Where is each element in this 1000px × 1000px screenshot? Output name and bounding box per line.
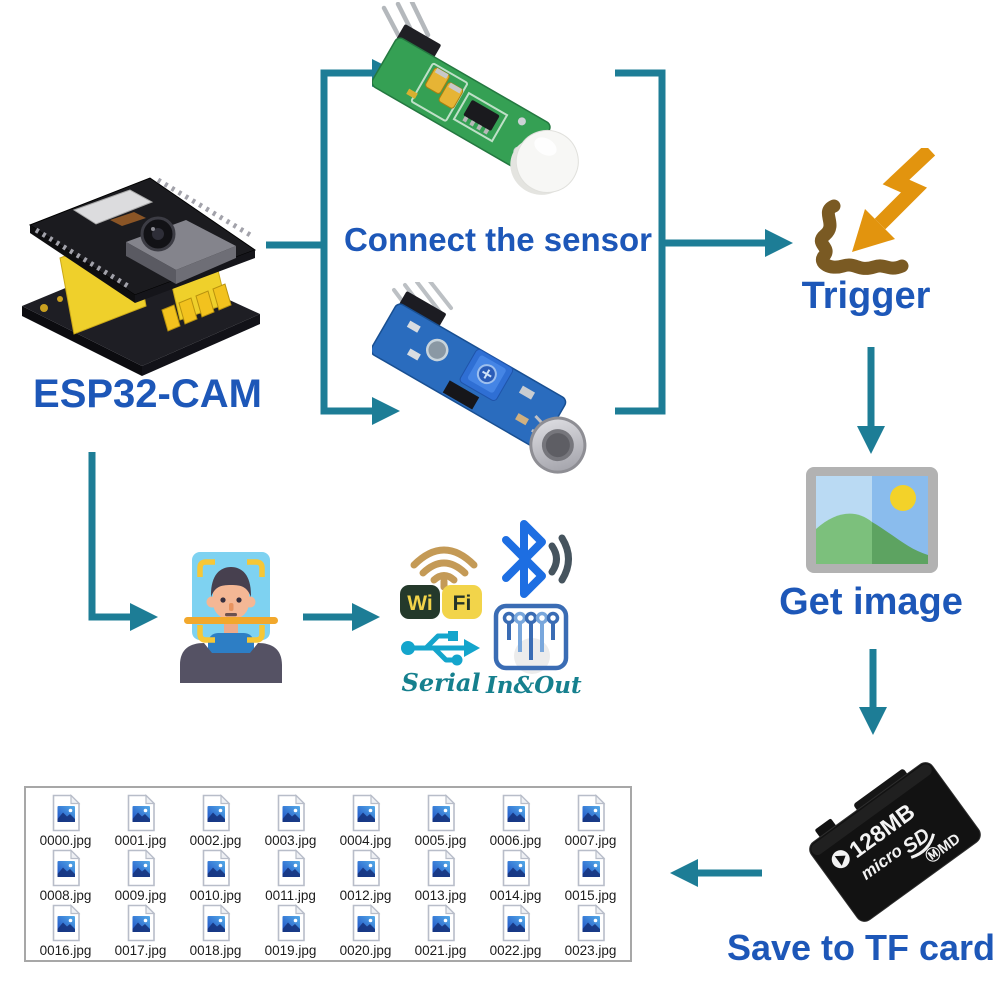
file-item: 0006.jpg bbox=[478, 794, 553, 849]
file-grid: 0000.jpg 0001.jpg 0002.jpg bbox=[24, 786, 632, 962]
motion-squiggle-icon bbox=[815, 199, 909, 275]
file-label: 0017.jpg bbox=[114, 942, 167, 958]
image-file-icon bbox=[577, 849, 605, 887]
file-label: 0015.jpg bbox=[564, 887, 617, 903]
sound-sensor-photo bbox=[372, 282, 587, 474]
file-label: 0013.jpg bbox=[414, 887, 467, 903]
image-file-icon bbox=[427, 849, 455, 887]
wifi-fi-text: Fi bbox=[453, 592, 472, 615]
file-label: 0003.jpg bbox=[264, 833, 317, 849]
file-item: 0009.jpg bbox=[103, 849, 178, 904]
file-label: 0009.jpg bbox=[114, 887, 167, 903]
file-item: 0004.jpg bbox=[328, 794, 403, 849]
file-label: 0011.jpg bbox=[265, 887, 316, 903]
file-item: 0016.jpg bbox=[28, 903, 103, 958]
file-label: 0012.jpg bbox=[339, 887, 392, 903]
image-file-icon bbox=[502, 903, 530, 941]
file-label: 0021.jpg bbox=[414, 942, 467, 958]
file-item: 0000.jpg bbox=[28, 794, 103, 849]
file-item: 0017.jpg bbox=[103, 903, 178, 958]
file-item: 0008.jpg bbox=[28, 849, 103, 904]
file-label: 0004.jpg bbox=[339, 833, 392, 849]
image-file-icon bbox=[52, 849, 80, 887]
connect-the-sensor-label: Connect the sensor bbox=[343, 221, 653, 258]
file-item: 0013.jpg bbox=[403, 849, 478, 904]
file-label: 0001.jpg bbox=[114, 833, 167, 849]
image-file-icon bbox=[577, 794, 605, 832]
image-file-icon bbox=[202, 794, 230, 832]
bluetooth-icon bbox=[502, 520, 572, 598]
inout-icon bbox=[493, 603, 569, 674]
lightning-icon bbox=[852, 148, 936, 252]
file-label: 0022.jpg bbox=[489, 942, 542, 958]
get-image-label: Get image bbox=[779, 581, 963, 623]
usb-serial-icon bbox=[401, 631, 480, 666]
image-file-icon bbox=[277, 849, 305, 887]
image-file-icon bbox=[202, 849, 230, 887]
image-file-icon bbox=[352, 903, 380, 941]
file-item: 0005.jpg bbox=[403, 794, 478, 849]
file-item: 0014.jpg bbox=[478, 849, 553, 904]
wifi-wi-text: Wi bbox=[407, 592, 432, 615]
file-item: 0023.jpg bbox=[553, 903, 628, 958]
image-file-icon bbox=[127, 903, 155, 941]
image-file-icon bbox=[502, 794, 530, 832]
file-item: 0010.jpg bbox=[178, 849, 253, 904]
face-detection-icon bbox=[180, 552, 282, 683]
file-item: 0007.jpg bbox=[553, 794, 628, 849]
wifi-icon: Wi Fi bbox=[400, 546, 482, 619]
image-file-icon bbox=[52, 794, 80, 832]
file-label: 0019.jpg bbox=[264, 942, 317, 958]
file-item: 0001.jpg bbox=[103, 794, 178, 849]
file-label: 0006.jpg bbox=[489, 833, 542, 849]
file-label: 0007.jpg bbox=[564, 833, 617, 849]
file-item: 0018.jpg bbox=[178, 903, 253, 958]
image-file-icon bbox=[352, 794, 380, 832]
file-label: 0018.jpg bbox=[189, 942, 242, 958]
image-file-icon bbox=[277, 794, 305, 832]
serial-label: Serial bbox=[401, 668, 481, 697]
scan-corner-brackets bbox=[197, 559, 265, 643]
file-item: 0022.jpg bbox=[478, 903, 553, 958]
inout-label: In&Out bbox=[486, 672, 582, 699]
file-item: 0012.jpg bbox=[328, 849, 403, 904]
file-label: 0023.jpg bbox=[564, 942, 617, 958]
sd-card-photo: 128MB micro SD ⓂMD bbox=[809, 762, 981, 922]
file-label: 0010.jpg bbox=[189, 887, 242, 903]
image-file-icon bbox=[427, 794, 455, 832]
file-item: 0011.jpg bbox=[253, 849, 328, 904]
file-item: 0020.jpg bbox=[328, 903, 403, 958]
file-item: 0003.jpg bbox=[253, 794, 328, 849]
image-icon bbox=[806, 467, 938, 573]
file-label: 0014.jpg bbox=[489, 887, 542, 903]
file-label: 0020.jpg bbox=[339, 942, 392, 958]
arrow-esp32-to-face bbox=[88, 452, 130, 621]
image-file-icon bbox=[577, 903, 605, 941]
file-item: 0019.jpg bbox=[253, 903, 328, 958]
file-item: 0021.jpg bbox=[403, 903, 478, 958]
file-label: 0002.jpg bbox=[189, 833, 242, 849]
image-file-icon bbox=[277, 903, 305, 941]
esp32-cam-module-photo bbox=[22, 177, 260, 376]
image-file-icon bbox=[202, 903, 230, 941]
image-file-icon bbox=[127, 794, 155, 832]
save-to-tf-card-label: Save to TF card bbox=[726, 927, 996, 968]
file-label: 0016.jpg bbox=[39, 942, 92, 958]
file-label: 0005.jpg bbox=[414, 833, 467, 849]
image-file-icon bbox=[502, 849, 530, 887]
image-file-icon bbox=[127, 849, 155, 887]
esp32-label: ESP32-CAM bbox=[33, 372, 262, 416]
file-item: 0015.jpg bbox=[553, 849, 628, 904]
trigger-label: Trigger bbox=[801, 275, 931, 317]
file-label: 0008.jpg bbox=[39, 887, 92, 903]
image-file-icon bbox=[352, 849, 380, 887]
pir-sensor-photo bbox=[372, 2, 579, 195]
file-label: 0000.jpg bbox=[39, 833, 92, 849]
file-item: 0002.jpg bbox=[178, 794, 253, 849]
image-file-icon bbox=[52, 903, 80, 941]
trigger-icon bbox=[815, 148, 936, 275]
image-file-icon bbox=[427, 903, 455, 941]
